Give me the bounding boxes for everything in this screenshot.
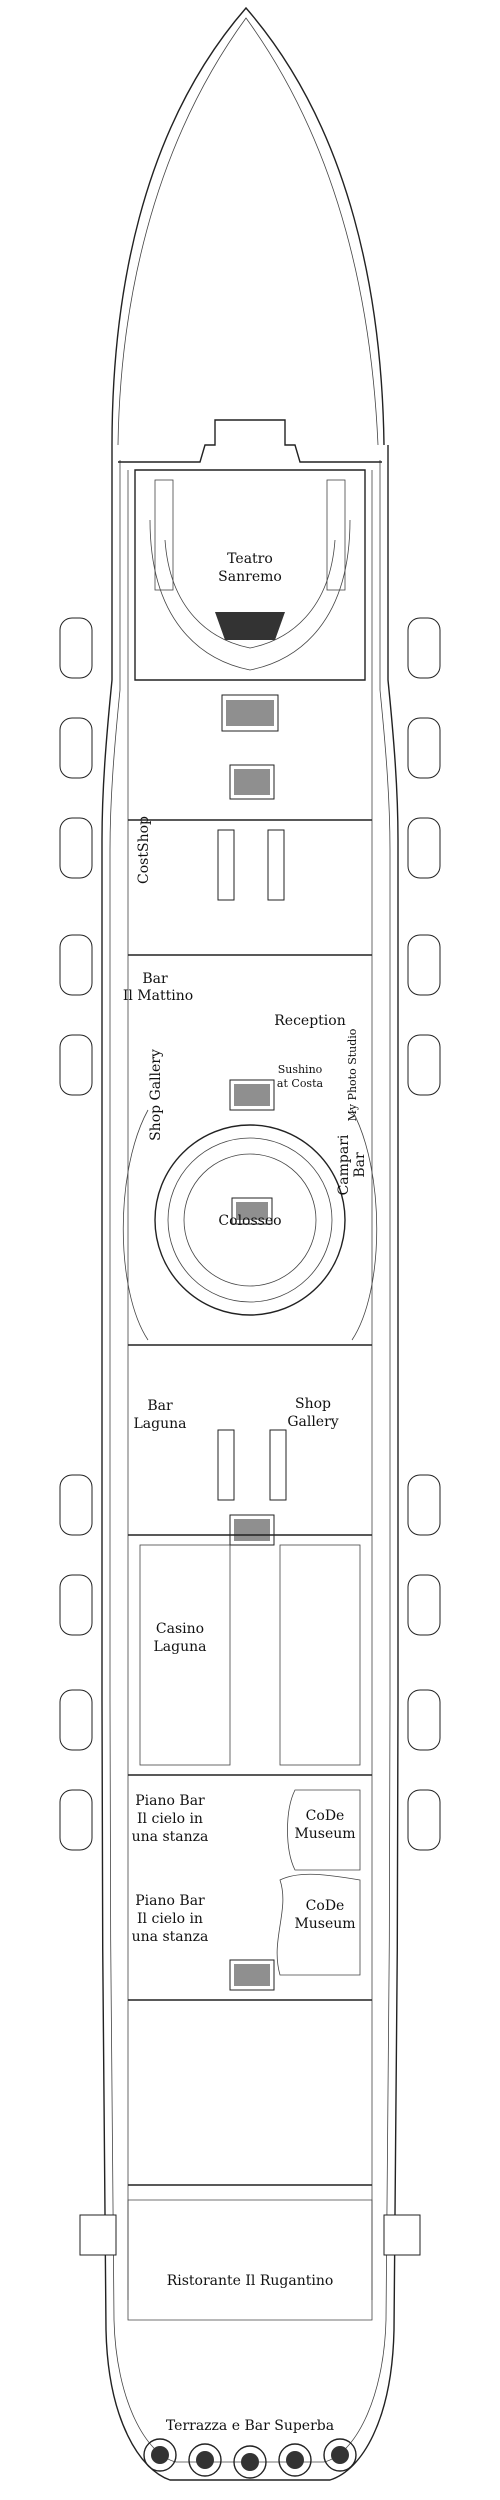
staircases: [221, 694, 279, 1991]
label-casino-2: Laguna: [154, 1639, 207, 1655]
label-piano-bar-2-3: una stanza: [132, 1929, 209, 1945]
label-shop-gallery-2: Gallery: [287, 1414, 338, 1430]
lifeboat: [59, 717, 93, 779]
colosseo-area: [122, 1109, 378, 1341]
terrace-seating: [143, 2438, 357, 2479]
stage: [215, 612, 285, 640]
label-campari-2: Bar: [352, 1152, 368, 1178]
lifeboat: [59, 617, 93, 679]
bow-outline: [111, 6, 385, 446]
label-sushino-1: Sushino: [278, 1063, 323, 1076]
lifeboat: [59, 1474, 93, 1536]
lifeboat: [407, 934, 441, 996]
label-code-museum-1-2: Museum: [294, 1826, 355, 1842]
code-museum-room-1: [287, 1789, 361, 1871]
label-superba: Terrazza e Bar Superba: [166, 2418, 334, 2434]
label-piano-bar-1-3: una stanza: [132, 1829, 209, 1845]
label-bar-laguna-1: Bar: [147, 1398, 173, 1414]
label-piano-bar-1-2: Il cielo in: [137, 1811, 203, 1827]
label-piano-bar-2-2: Il cielo in: [137, 1911, 203, 1927]
lifeboat: [407, 1574, 441, 1636]
lifeboat: [407, 1034, 441, 1096]
label-shop-gallery-vertical: Shop Gallery: [148, 1049, 164, 1141]
label-reception: Reception: [274, 1013, 345, 1029]
lifeboat: [407, 1789, 441, 1851]
label-piano-bar-2-1: Piano Bar: [135, 1893, 205, 1909]
lifeboat: [59, 1574, 93, 1636]
deck-front-edge: [118, 419, 382, 463]
hull-outline: [101, 445, 399, 2481]
lifeboat: [407, 617, 441, 679]
label-teatro-1: Teatro: [227, 551, 273, 567]
lifeboats-right: [407, 617, 441, 1851]
label-bar-mattino-2: Il Mattino: [123, 988, 193, 1004]
label-teatro-2: Sanremo: [218, 569, 282, 585]
casino-area: [139, 1544, 361, 1766]
label-code-museum-1-1: CoDe: [306, 1808, 345, 1824]
lifeboat: [59, 1689, 93, 1751]
lifeboats-left: [59, 617, 93, 1851]
label-bar-laguna-2: Laguna: [134, 1416, 187, 1432]
label-casino-1: Casino: [156, 1621, 204, 1637]
rugantino-area: [79, 2199, 421, 2321]
label-cost-shop: CostShop: [136, 816, 152, 884]
label-sushino-2: at Costa: [277, 1077, 324, 1090]
label-code-museum-2-1: CoDe: [306, 1898, 345, 1914]
label-piano-bar-1-1: Piano Bar: [135, 1793, 205, 1809]
lifeboat: [59, 1034, 93, 1096]
lifeboat: [407, 717, 441, 779]
section-walls: [128, 819, 372, 2186]
code-museum-room-2: [276, 1873, 361, 1976]
label-bar-mattino-1: Bar: [142, 971, 168, 987]
hull-inner-line: [109, 460, 391, 2463]
label-rugantino: Ristorante Il Rugantino: [167, 2273, 334, 2289]
lifeboat: [59, 1789, 93, 1851]
label-my-photo-studio: My Photo Studio: [346, 1028, 359, 1121]
teatro-sanremo-area: [134, 469, 366, 681]
lifeboat: [407, 1689, 441, 1751]
label-code-museum-2-2: Museum: [294, 1916, 355, 1932]
lifeboat: [59, 817, 93, 879]
bow-inner-line: [117, 17, 379, 446]
label-shop-gallery-1: Shop: [295, 1396, 331, 1412]
lifeboat: [407, 817, 441, 879]
elevators: [217, 829, 287, 1501]
label-colosseo: Colosseo: [218, 1213, 281, 1229]
lifeboat: [407, 1474, 441, 1536]
label-campari-1: Campari: [336, 1134, 352, 1195]
lifeboat: [59, 934, 93, 996]
